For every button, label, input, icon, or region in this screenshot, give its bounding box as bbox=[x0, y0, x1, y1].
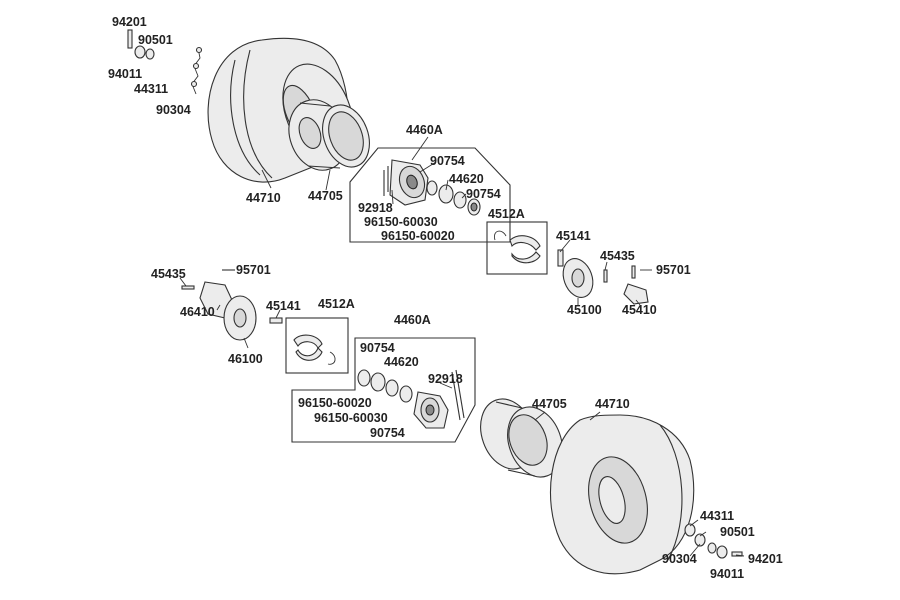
brake-shoe-box-top bbox=[486, 221, 548, 275]
hardware-stack-bottom-right bbox=[684, 523, 743, 559]
part-label: 45410 bbox=[622, 303, 657, 317]
brake-shoes-left bbox=[293, 334, 336, 365]
leader-lines bbox=[179, 136, 745, 557]
part-label: 4512A bbox=[318, 297, 355, 311]
wheel-rim-bottom bbox=[480, 398, 563, 478]
part-label: 4460A bbox=[394, 313, 431, 327]
part-label: 96150-60020 bbox=[298, 396, 372, 410]
part-label: 90501 bbox=[720, 525, 755, 539]
hub-top bbox=[383, 159, 481, 216]
part-label: 96150-60030 bbox=[364, 215, 438, 229]
hub-group-box-bottom bbox=[291, 337, 476, 443]
part-label: 90754 bbox=[360, 341, 395, 355]
part-label: 4512A bbox=[488, 207, 525, 221]
part-label: 44705 bbox=[308, 189, 343, 203]
part-label: 95701 bbox=[236, 263, 271, 277]
part-label: 46410 bbox=[180, 305, 215, 319]
part-label: 96150-60030 bbox=[314, 411, 388, 425]
part-label: 44705 bbox=[532, 397, 567, 411]
part-label: 45435 bbox=[151, 267, 186, 281]
part-label: 92918 bbox=[428, 372, 463, 386]
part-label: 90304 bbox=[662, 552, 697, 566]
part-label: 92918 bbox=[358, 201, 393, 215]
brake-drum-right bbox=[557, 249, 649, 305]
brake-shoe-box-left bbox=[285, 317, 349, 374]
hardware-stack-top-left bbox=[127, 29, 203, 95]
part-label: 44620 bbox=[384, 355, 419, 369]
part-label: 94201 bbox=[748, 552, 783, 566]
part-label: 44710 bbox=[595, 397, 630, 411]
part-label: 90304 bbox=[156, 103, 191, 117]
part-label: 90754 bbox=[466, 187, 501, 201]
part-label: 94011 bbox=[108, 67, 143, 81]
part-label: 94201 bbox=[112, 15, 147, 29]
wheel-rim-top bbox=[288, 99, 370, 171]
part-label: 45435 bbox=[600, 249, 635, 263]
part-label: 44311 bbox=[134, 82, 169, 96]
part-label: 44710 bbox=[246, 191, 281, 205]
part-label: 44620 bbox=[449, 172, 484, 186]
part-label: 45100 bbox=[567, 303, 602, 317]
part-label: 45141 bbox=[556, 229, 591, 243]
part-label: 90501 bbox=[138, 33, 173, 47]
brake-drum-left bbox=[181, 269, 283, 341]
part-label: 44311 bbox=[700, 509, 735, 523]
hub-group-box-top bbox=[349, 147, 511, 243]
part-label: 95701 bbox=[656, 263, 691, 277]
tire-bottom-right bbox=[549, 414, 695, 575]
part-label: 96150-60020 bbox=[381, 229, 455, 243]
part-label: 90754 bbox=[370, 426, 405, 440]
part-label: 45141 bbox=[266, 299, 301, 313]
part-label: 94011 bbox=[710, 567, 745, 581]
brake-shoes-top bbox=[494, 230, 541, 264]
hub-bottom bbox=[357, 369, 465, 429]
part-label: 90754 bbox=[430, 154, 465, 168]
part-label: 46100 bbox=[228, 352, 263, 366]
part-label: 4460A bbox=[406, 123, 443, 137]
